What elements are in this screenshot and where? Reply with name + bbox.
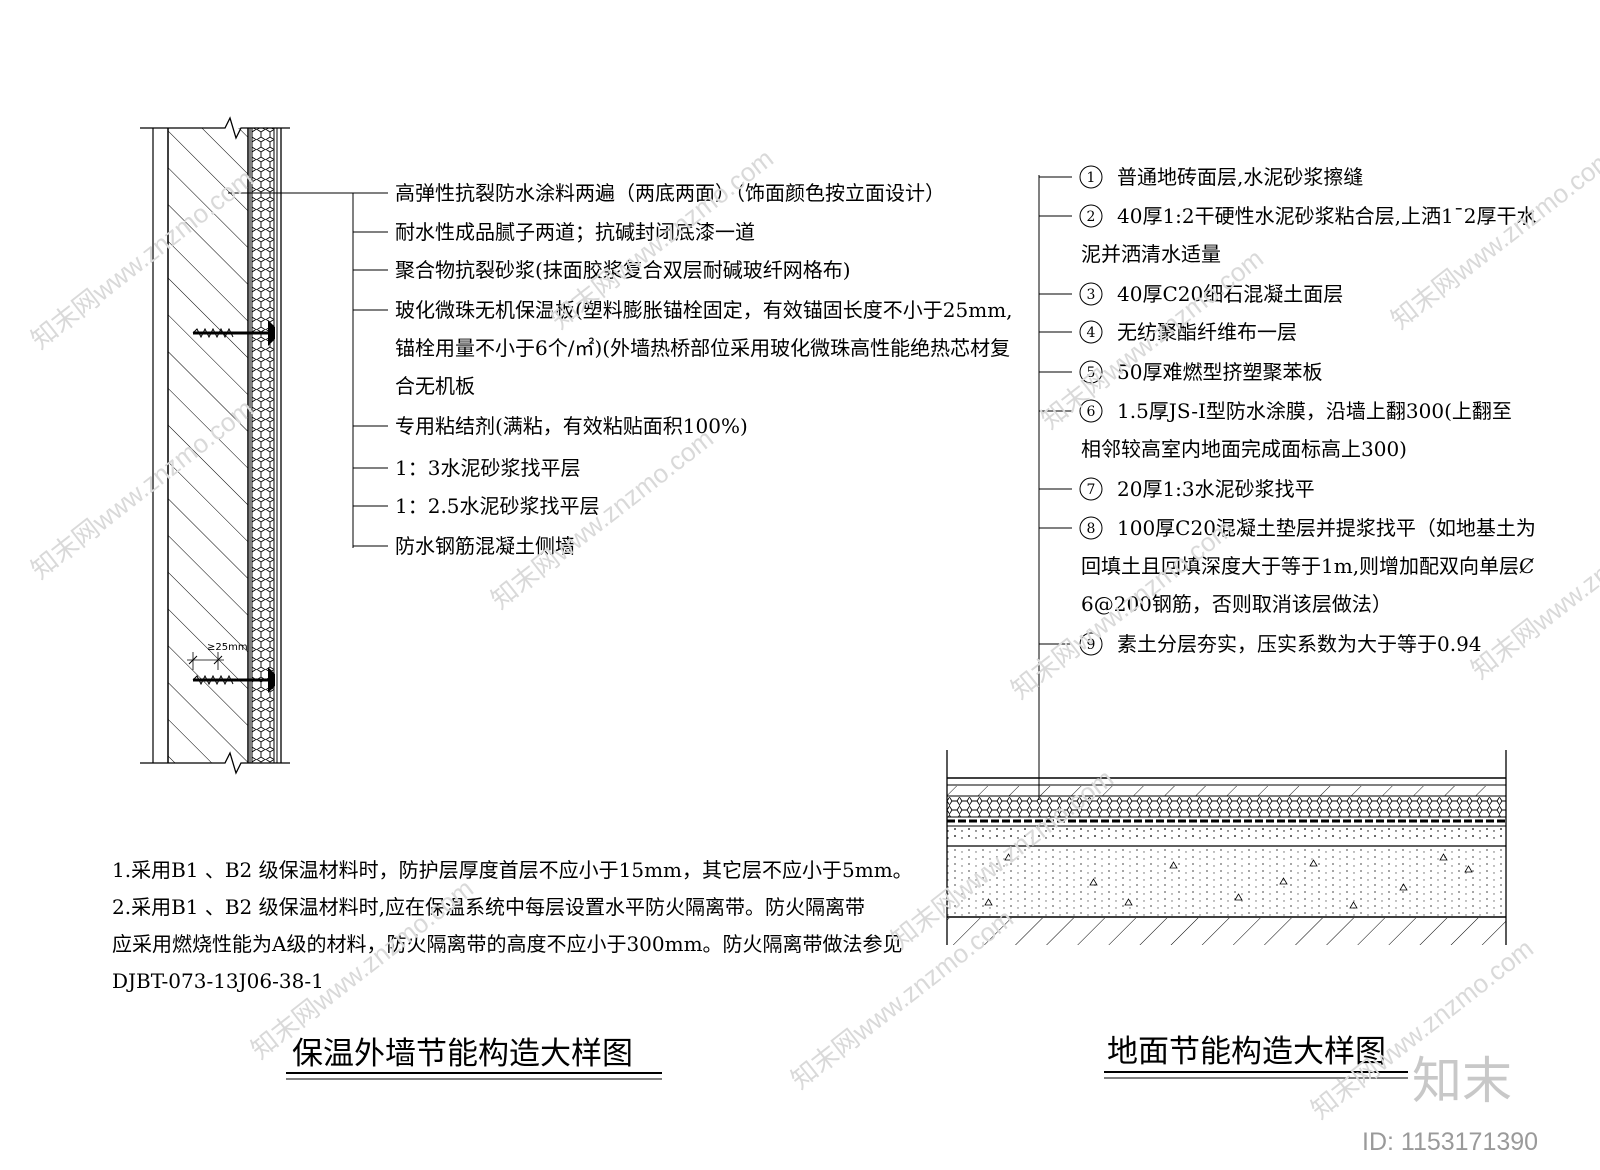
aggregate-mark bbox=[1279, 877, 1288, 885]
brand-watermark: 知末 bbox=[1412, 1053, 1512, 1109]
layer-number: 6 bbox=[1087, 404, 1096, 420]
aggregate-mark bbox=[1309, 859, 1318, 867]
floor-layer-label: 20厚1:3水泥砂浆找平 bbox=[1117, 477, 1315, 501]
note-line: 2.采用B1 、B2 级保温材料时,应在保温系统中每层设置水平防火隔离带。防火隔… bbox=[112, 895, 865, 919]
general-notes: 1.采用B1 、B2 级保温材料时，防护层厚度首层不应小于15mm，其它层不应小… bbox=[112, 858, 913, 993]
wall-layer-labels: 高弹性抗裂防水涂料两遍（两底两面）（饰面颜色按立面设计） 耐水性成品腻子两道；抗碱… bbox=[395, 181, 1013, 558]
wall-layer-label: 聚合物抗裂砂浆(抹面胶浆复合双层耐碱玻纤网格布) bbox=[395, 258, 851, 282]
wall-layer-label: 锚栓用量不小于6个/㎡)(外墙热桥部位采用玻化微珠高性能绝热芯材复 bbox=[395, 336, 1010, 360]
concrete-wall bbox=[168, 128, 248, 763]
layer-number: 4 bbox=[1087, 325, 1096, 341]
floor-layer-label: 6@200钢筋，否则取消该层做法） bbox=[1081, 592, 1392, 616]
break-line-top bbox=[140, 116, 290, 140]
floor-layer-labels: 1 普通地砖面层,水泥砂浆擦缝 2 40厚1:2干硬性水泥砂浆粘合层,上洒1¯2厚干水… bbox=[1079, 165, 1536, 656]
layer-number-circle bbox=[1079, 477, 1103, 501]
floor-layer-label: 泥并洒清水适量 bbox=[1081, 242, 1221, 266]
wall-layer-label: 1：3水泥砂浆找平层 bbox=[395, 456, 580, 480]
layer-number: 3 bbox=[1087, 287, 1096, 303]
aggregate-mark bbox=[1124, 898, 1133, 906]
layer-number-circle bbox=[1079, 204, 1103, 228]
aggregate-mark bbox=[1234, 893, 1243, 901]
compacted-soil-layer bbox=[947, 918, 1506, 945]
floor-layer-label: 普通地砖面层,水泥砂浆擦缝 bbox=[1117, 165, 1363, 189]
mortar-leveling-layer bbox=[947, 827, 1506, 840]
aggregate-mark bbox=[1004, 853, 1013, 861]
id-label: ID: 1153171390 bbox=[1362, 1128, 1538, 1156]
layer-number: 9 bbox=[1087, 637, 1096, 653]
fine-concrete-layer bbox=[947, 786, 1506, 796]
wall-layer-label: 防水钢筋混凝土侧墙 bbox=[395, 534, 575, 558]
wall-layer-label: 合无机板 bbox=[395, 374, 475, 398]
floor-layer-label: 回填土且回填深度大于等于1m,则增加配双向单层Ȼ bbox=[1081, 554, 1534, 578]
floor-layer-label: 相邻较高室内地面完成面标高上300) bbox=[1081, 437, 1407, 461]
anchor-dimension: ≥25mm bbox=[187, 642, 248, 670]
floor-layer-label: 1.5厚JS-Ⅰ型防水涂膜，沿墙上翻300(上翻至 bbox=[1117, 399, 1512, 423]
floor-layer-label: 100厚C20混凝土垫层并提浆找平（如地基土为 bbox=[1117, 516, 1536, 540]
wall-layer-label: 专用粘结剂(满粘，有效粘贴面积100%) bbox=[395, 414, 748, 438]
layer-number-circle bbox=[1079, 399, 1103, 423]
floor-layer-label: 50厚难燃型挤塑聚苯板 bbox=[1117, 360, 1322, 384]
wall-layer-label: 1：2.5水泥砂浆找平层 bbox=[395, 494, 600, 518]
layer-number: 1 bbox=[1087, 170, 1096, 186]
wall-detail-title: 保温外墙节能构造大样图 bbox=[292, 1036, 633, 1072]
aggregate-mark bbox=[1089, 878, 1098, 886]
layer-number: 8 bbox=[1087, 521, 1096, 537]
layer-number: 7 bbox=[1087, 482, 1096, 498]
layer-number-circle bbox=[1079, 516, 1103, 540]
watermark-text: 知末网www.znzmo.com bbox=[485, 423, 719, 615]
xps-board-layer bbox=[947, 797, 1506, 817]
note-line: DJBT-073-13J06-38-1 bbox=[112, 969, 324, 993]
wall-layer-label: 高弹性抗裂防水涂料两遍（两底两面）（饰面颜色按立面设计） bbox=[395, 181, 945, 205]
floor-section: 1 普通地砖面层,水泥砂浆擦缝 2 40厚1:2干硬性水泥砂浆粘合层,上洒1¯2厚干水… bbox=[946, 165, 1536, 945]
anchor-dimension-label: ≥25mm bbox=[207, 642, 248, 653]
aggregate-mark bbox=[1439, 853, 1448, 861]
layer-number: 2 bbox=[1087, 209, 1096, 225]
wall-section: ≥25mm 高弹性抗裂防水涂料两遍（两底两面）（饰面颜色按立面设计） 耐水性成品腻… bbox=[140, 116, 1013, 775]
aggregate-mark bbox=[1349, 901, 1358, 909]
break-line-bottom bbox=[140, 751, 290, 775]
anchor-bolt-upper bbox=[192, 320, 275, 346]
concrete-aggregate bbox=[984, 853, 1473, 909]
aggregate-mark bbox=[984, 898, 993, 906]
aggregate-mark bbox=[1464, 865, 1473, 873]
floor-layer-label: 素土分层夯实，压实系数为大于等于0.94 bbox=[1117, 632, 1482, 656]
floor-layer-label: 无纺聚酯纤维布一层 bbox=[1117, 320, 1297, 344]
layer-number: 5 bbox=[1087, 365, 1096, 381]
anchor-bolt-lower bbox=[192, 667, 275, 693]
floor-detail-title: 地面节能构造大样图 bbox=[1107, 1034, 1386, 1070]
note-line: 1.采用B1 、B2 级保温材料时，防护层厚度首层不应小于15mm，其它层不应小… bbox=[112, 858, 913, 882]
layer-number-circle bbox=[1079, 632, 1103, 656]
wall-layer-label: 耐水性成品腻子两道；抗碱封闭底漆一道 bbox=[395, 220, 755, 244]
floor-layer-label: 40厚C20细石混凝土面层 bbox=[1117, 282, 1343, 306]
wall-layer-label: 玻化微珠无机保温板(塑料膨胀锚栓固定，有效锚固长度不小于25mm, bbox=[395, 298, 1013, 322]
layer-number-circle bbox=[1079, 282, 1103, 306]
aggregate-mark bbox=[1169, 861, 1178, 869]
watermark-text: 知末网www.znzmo.com bbox=[1385, 143, 1600, 335]
aggregate-mark bbox=[1399, 883, 1408, 891]
floor-layer-label: 40厚1:2干硬性水泥砂浆粘合层,上洒1¯2厚干水 bbox=[1117, 204, 1536, 228]
layer-number-circle bbox=[1079, 165, 1103, 189]
layer-number-circle bbox=[1079, 320, 1103, 344]
insulation-board bbox=[251, 127, 275, 764]
layer-number-circle bbox=[1079, 360, 1103, 384]
concrete-base-layer bbox=[947, 847, 1506, 917]
floor-leader-ticks bbox=[1039, 176, 1072, 645]
wall-leader-ticks bbox=[353, 192, 388, 547]
note-line: 应采用燃烧性能为A级的材料，防火隔离带的高度不应小于300mm。防火隔离带做法参… bbox=[112, 932, 903, 956]
